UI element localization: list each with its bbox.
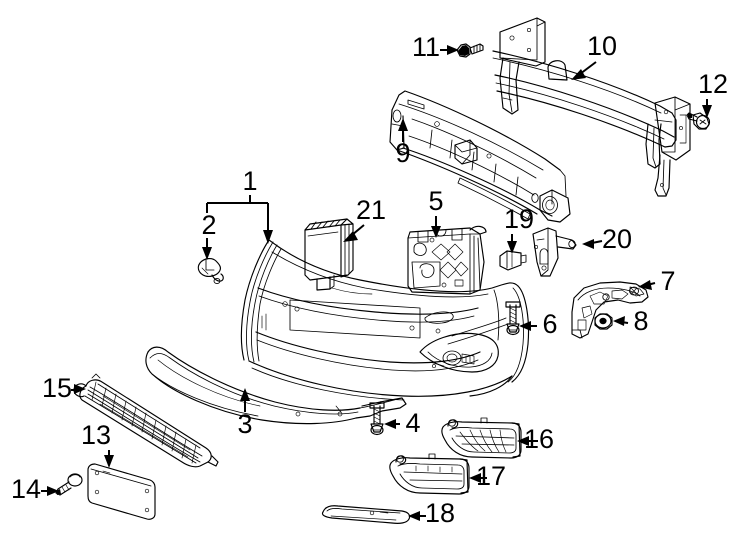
part-8-nut[interactable] (594, 313, 613, 330)
part-1-bumper-cover[interactable] (240, 239, 530, 401)
leader-3 (240, 388, 250, 412)
callout-number-17[interactable]: 17 (476, 461, 506, 491)
callout-number-4[interactable]: 4 (405, 408, 420, 438)
callout-number-11[interactable]: 11 (412, 32, 440, 62)
leader-2 (202, 238, 212, 260)
callout-number-8[interactable]: 8 (633, 306, 648, 336)
callout-number-13[interactable]: 13 (81, 420, 111, 450)
part-5-absorber-bracket[interactable] (407, 225, 487, 295)
callout-number-2[interactable]: 2 (201, 210, 216, 240)
callout-number-16[interactable]: 16 (524, 424, 554, 454)
part-21-control-module[interactable] (304, 218, 354, 291)
leader-4 (384, 419, 400, 429)
callout-number-10[interactable]: 10 (587, 31, 617, 61)
part-15-lower-grille[interactable] (73, 373, 219, 468)
leader-19 (507, 234, 517, 254)
part-7-side-retainer-bracket[interactable] (571, 281, 649, 339)
leader-12 (702, 99, 712, 118)
part-10-reinforcement-beam[interactable] (492, 17, 691, 197)
leader-17 (469, 473, 487, 483)
callout-number-6[interactable]: 6 (542, 309, 557, 339)
callout-number-7[interactable]: 7 (660, 266, 675, 296)
leader-8 (613, 316, 629, 326)
callout-number-12[interactable]: 12 (698, 69, 728, 99)
callout-number-3[interactable]: 3 (237, 409, 252, 439)
leader-21 (343, 224, 365, 242)
leader-20 (582, 239, 603, 249)
part-17-fog-bezel-left[interactable] (389, 453, 470, 495)
part-12-clip-rivet[interactable] (686, 112, 711, 130)
callout-number-1[interactable]: 1 (242, 166, 257, 196)
part-18-lower-molding-strip[interactable] (321, 505, 411, 524)
leader-18 (408, 511, 426, 521)
callout-number-19[interactable]: 19 (504, 204, 534, 234)
callout-number-9[interactable]: 9 (395, 138, 410, 168)
part-13-license-plate-bracket[interactable] (87, 463, 156, 520)
leader-1 (206, 195, 273, 244)
leader-5 (431, 216, 441, 238)
leader-14 (41, 486, 59, 496)
leader-6 (519, 321, 537, 331)
part-4-screw[interactable] (369, 402, 385, 436)
leader-16 (517, 436, 538, 446)
leader-10 (571, 61, 597, 80)
leader-13 (104, 450, 114, 468)
part-20-mounting-bracket[interactable] (532, 227, 577, 277)
leader-11 (440, 45, 459, 55)
leader-9 (398, 118, 408, 142)
part-19-sensor-clip[interactable] (499, 250, 527, 271)
callout-number-5[interactable]: 5 (428, 186, 443, 216)
part-11-bolt[interactable] (456, 43, 484, 58)
callout-number-18[interactable]: 18 (425, 498, 455, 528)
callout-number-21[interactable]: 21 (356, 195, 386, 225)
leader-15 (71, 384, 86, 394)
part-2-cover-bracket[interactable] (197, 257, 224, 285)
leader-7 (638, 280, 656, 290)
part-3-lower-valance-trim[interactable] (145, 346, 407, 425)
callout-number-14[interactable]: 14 (11, 474, 41, 504)
part-6-screw[interactable] (505, 301, 521, 336)
callout-number-15[interactable]: 15 (42, 373, 72, 403)
callout-number-20[interactable]: 20 (602, 224, 632, 254)
